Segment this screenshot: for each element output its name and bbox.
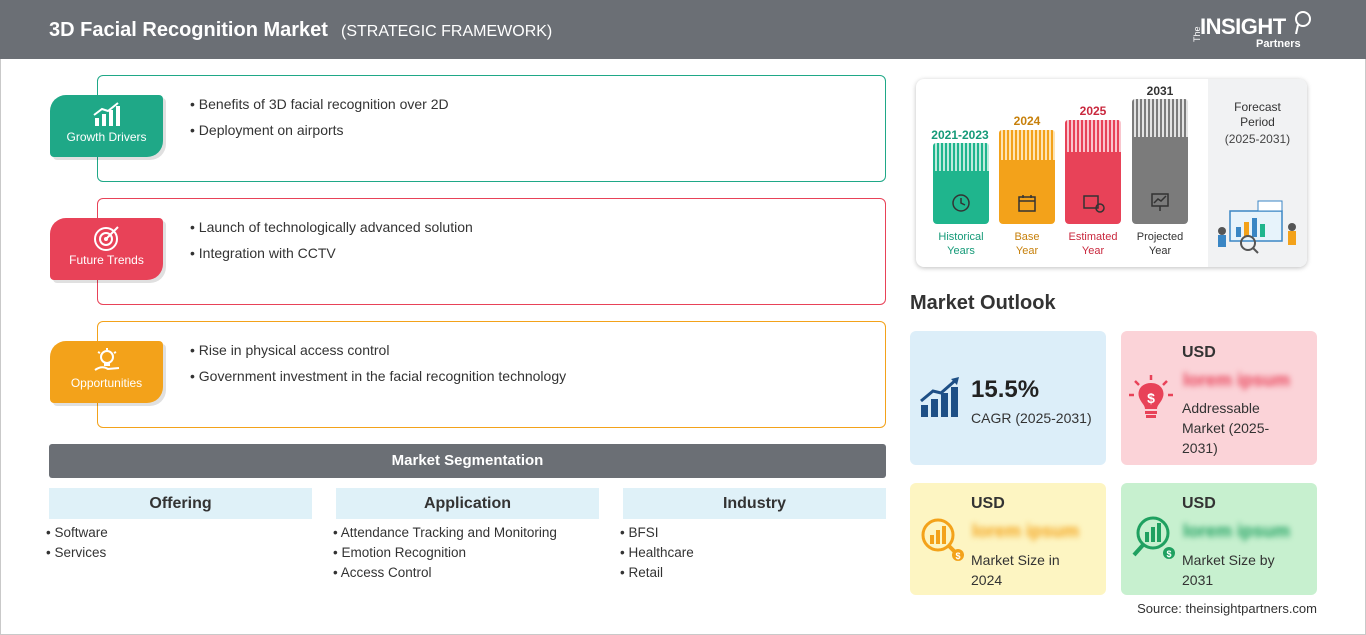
- projection-icon: [1151, 193, 1169, 211]
- estimate-icon: [1083, 195, 1105, 213]
- timeline-caption-line: Projected: [1136, 231, 1184, 243]
- addressable-market-currency: USD: [1182, 344, 1216, 361]
- history-icon: [952, 194, 970, 212]
- money-bulb-icon: $: [1129, 375, 1173, 418]
- segment-head-application: Application: [336, 488, 599, 519]
- timeline-caption-line: Year: [1081, 245, 1105, 257]
- svg-text:$: $: [1166, 549, 1171, 559]
- logo-main-text: INSIGHT: [1200, 14, 1286, 39]
- magnifier-chart-icon: $: [921, 518, 964, 561]
- svg-text:$: $: [1147, 390, 1155, 406]
- addressable-market-value: lorem ipsum: [1183, 370, 1291, 390]
- timeline-year-base: 2024: [1013, 114, 1041, 128]
- timeline-bar-projected: [1132, 99, 1188, 224]
- list-item: Benefits of 3D facial recognition over 2…: [190, 96, 449, 112]
- list-item: BFSI: [620, 525, 694, 540]
- market-size-2024-currency: USD: [971, 495, 1005, 512]
- list-item: Retail: [620, 565, 694, 580]
- logo-partners-text: Partners: [1256, 38, 1301, 50]
- market-outlook-title: Market Outlook: [910, 292, 1056, 314]
- timeline-bar-historical: [933, 143, 989, 224]
- future-trends-label: Future Trends: [69, 253, 144, 267]
- timeline-year-estimated: 2025: [1079, 104, 1107, 118]
- list-item: Rise in physical access control: [190, 342, 566, 358]
- market-size-2031-label: Market Size by 2031: [1182, 552, 1275, 588]
- timeline-caption-line: Historical: [938, 231, 984, 243]
- logo-swoosh-icon: [1295, 11, 1311, 34]
- page-subtitle: (STRATEGIC FRAMEWORK): [341, 23, 553, 40]
- analytics-illustration-icon: [1218, 200, 1296, 254]
- addressable-market-card: $ USD lorem ipsum Addressable Market (20…: [1121, 331, 1317, 465]
- source-note: Source: theinsightpartners.com: [1137, 601, 1317, 616]
- header-bar: 3D Facial Recognition Market (STRATEGIC …: [0, 0, 1366, 59]
- market-size-2024-card: $ USD lorem ipsum Market Size in 2024: [910, 483, 1106, 595]
- market-segmentation-title: Market Segmentation: [49, 444, 886, 478]
- opportunities-label: Opportunities: [70, 376, 143, 390]
- list-item: Emotion Recognition: [333, 545, 557, 560]
- opportunities-box: Rise in physical access control Governme…: [97, 321, 886, 428]
- list-item: Launch of technologically advanced solut…: [190, 219, 473, 235]
- future-trends-list: Launch of technologically advanced solut…: [190, 219, 473, 271]
- timeline-year-historical: 2021-2023: [931, 128, 989, 142]
- target-icon: [93, 226, 119, 251]
- list-item: Attendance Tracking and Monitoring: [333, 525, 557, 540]
- list-item: Government investment in the facial reco…: [190, 368, 566, 384]
- growth-drivers-box: Benefits of 3D facial recognition over 2…: [97, 75, 886, 182]
- list-item: Healthcare: [620, 545, 693, 560]
- market-size-2024-label: Market Size in 2024: [971, 552, 1060, 588]
- list-item: Software: [46, 525, 107, 540]
- segment-head-industry: Industry: [623, 488, 886, 519]
- market-size-2031-currency: USD: [1182, 495, 1216, 512]
- timeline-year-projected: 2031: [1146, 84, 1174, 98]
- market-size-2031-card: $ USD lorem ipsum Market Size by 2031: [1121, 483, 1317, 595]
- segment-list-application: Attendance Tracking and Monitoring Emoti…: [333, 525, 557, 585]
- forecast-label-line: Period: [1240, 115, 1275, 129]
- market-size-2024-value: lorem ipsum: [972, 521, 1080, 541]
- timeline-caption-line: Estimated: [1068, 231, 1118, 243]
- list-item: Integration with CCTV: [190, 245, 473, 261]
- calendar-icon: [1018, 195, 1036, 212]
- growth-chart-icon: [92, 102, 120, 126]
- timeline-caption-line: Base: [1014, 231, 1040, 243]
- cagr-card: 15.5% CAGR (2025-2031): [910, 331, 1106, 465]
- growth-drivers-label: Growth Drivers: [66, 130, 147, 144]
- future-trends-box: Launch of technologically advanced solut…: [97, 198, 886, 305]
- forecast-label-line: Forecast: [1234, 100, 1281, 114]
- addressable-market-label: Addressable Market (2025-2031): [1182, 400, 1270, 456]
- magnifier-chart-icon: $: [1132, 516, 1175, 559]
- cagr-label: CAGR (2025-2031): [971, 410, 1092, 426]
- list-item: Deployment on airports: [190, 122, 449, 138]
- segment-list-industry: BFSI Healthcare Retail: [620, 525, 694, 585]
- list-item: Access Control: [333, 565, 557, 580]
- timeline-bar-estimated: [1065, 120, 1121, 224]
- segment-list-offering: Software Services: [46, 525, 108, 565]
- growth-drivers-badge: Growth Drivers: [50, 95, 163, 157]
- opportunities-list: Rise in physical access control Governme…: [190, 342, 566, 394]
- forecast-period-years: (2025-2031): [1224, 132, 1291, 146]
- timeline-caption-line: Years: [947, 245, 975, 257]
- growth-drivers-list: Benefits of 3D facial recognition over 2…: [190, 96, 449, 148]
- opportunities-badge: Opportunities: [50, 341, 163, 403]
- svg-text:$: $: [955, 551, 960, 561]
- market-size-2031-value: lorem ipsum: [1183, 521, 1291, 541]
- lightbulb-hand-icon: [93, 348, 119, 371]
- segment-head-offering: Offering: [49, 488, 312, 519]
- timeline-caption-line: Year: [1148, 245, 1172, 257]
- page-title: 3D Facial Recognition Market: [49, 19, 328, 41]
- timeline-caption-line: Year: [1015, 245, 1039, 257]
- growth-chart-icon: [920, 377, 959, 417]
- timeline-bar-base: [999, 130, 1055, 224]
- list-item: Services: [46, 545, 108, 560]
- future-trends-badge: Future Trends: [50, 218, 163, 280]
- brand-logo[interactable]: The INSIGHT Partners: [1190, 10, 1320, 54]
- cagr-value: 15.5%: [971, 376, 1040, 403]
